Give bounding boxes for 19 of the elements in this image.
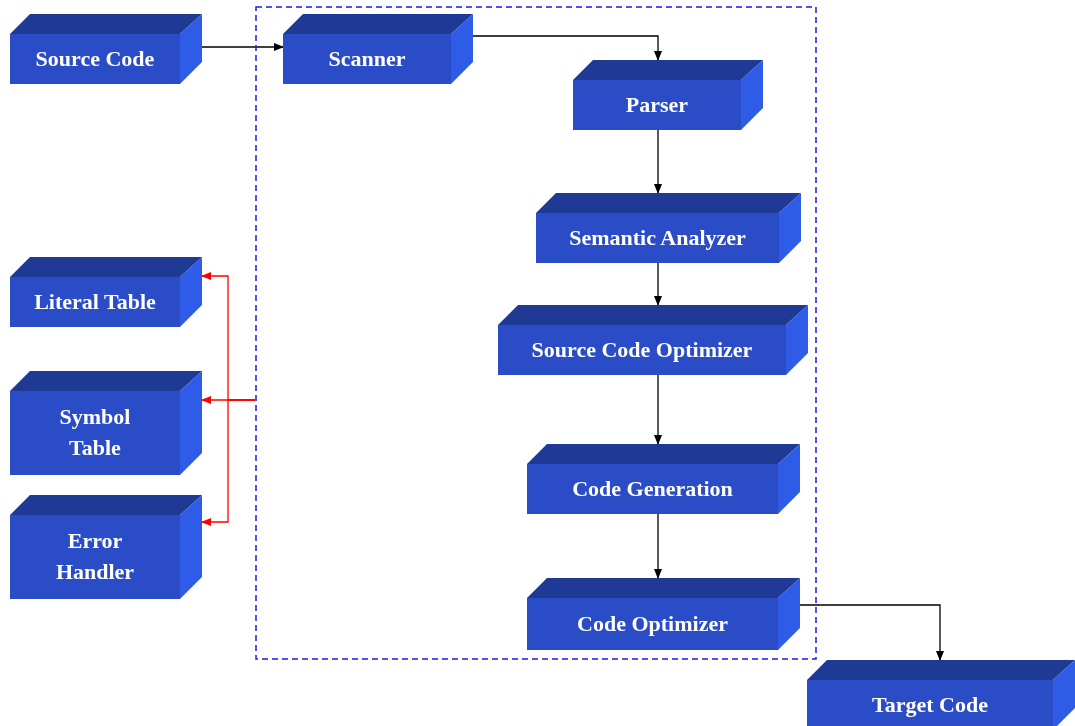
arrow — [654, 129, 662, 194]
block-label: Symbol Table — [58, 403, 132, 462]
arrow — [201, 43, 284, 51]
block-label: Scanner — [328, 44, 406, 73]
block-label: Semantic Analyzer — [569, 223, 746, 252]
block-label: Code Generation — [572, 474, 733, 503]
block-label: Literal Table — [34, 287, 156, 316]
arrow — [654, 374, 662, 445]
block-label: Target Code — [872, 690, 988, 719]
arrow — [799, 604, 944, 661]
block-label: Parser — [625, 90, 689, 119]
arrow — [472, 35, 662, 61]
block-label: Source Code Optimizer — [531, 335, 753, 364]
arrow — [654, 262, 662, 306]
block-label: Code Optimizer — [577, 609, 728, 638]
arrow — [201, 399, 256, 526]
block-label: Source Code — [35, 44, 155, 73]
arrow — [654, 513, 662, 579]
block-label: Error Handler — [54, 527, 136, 586]
